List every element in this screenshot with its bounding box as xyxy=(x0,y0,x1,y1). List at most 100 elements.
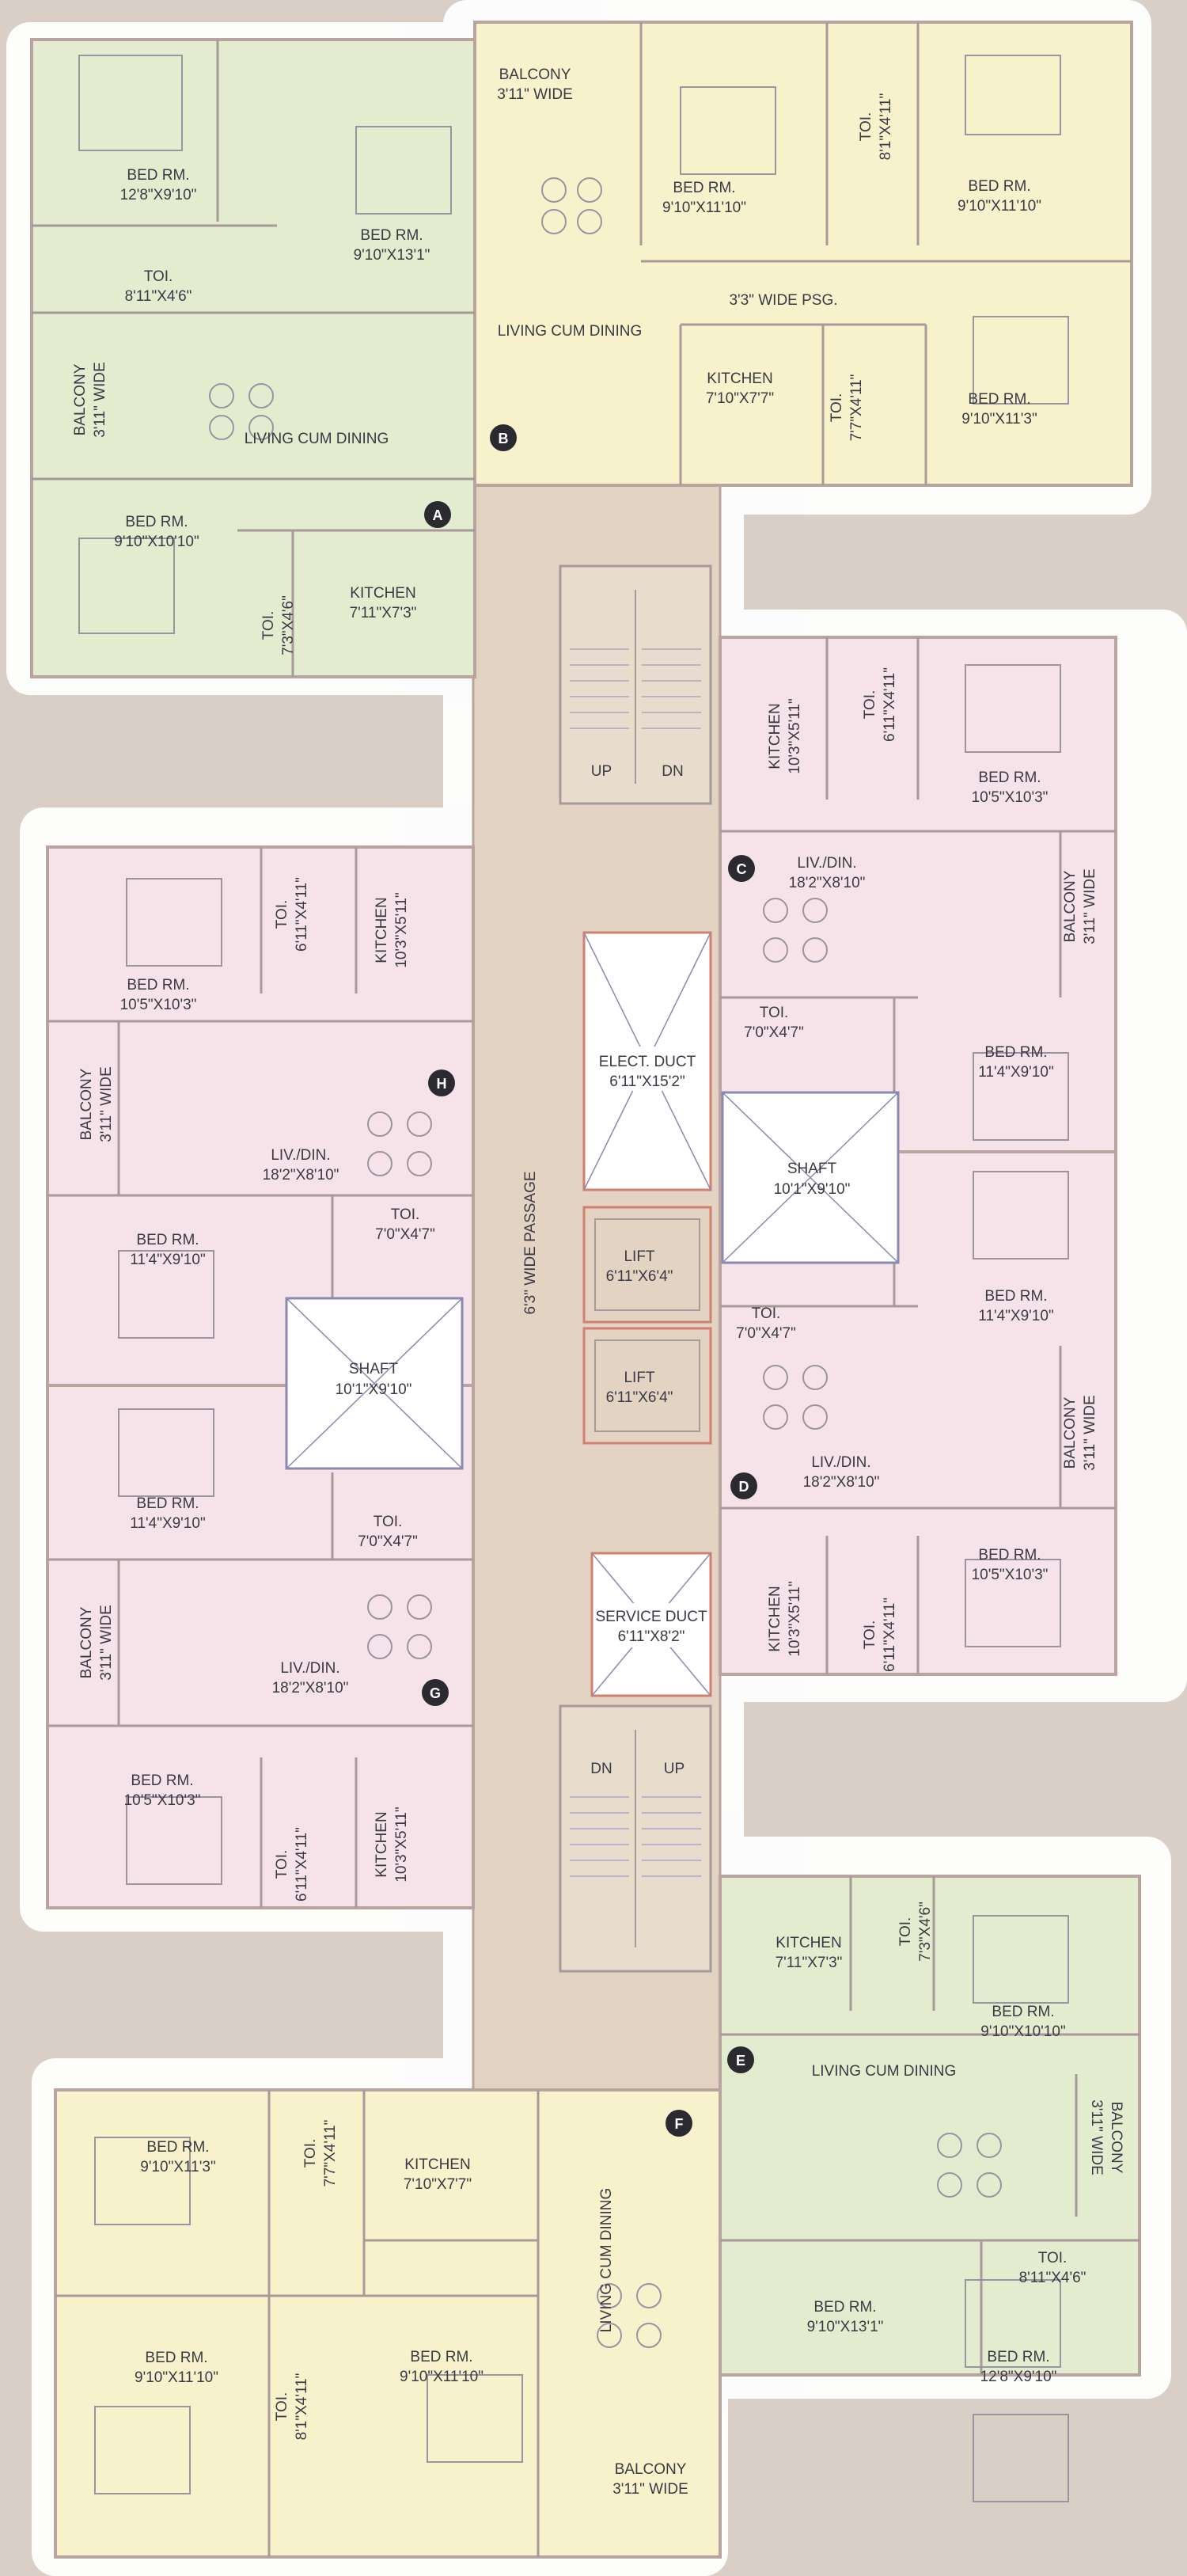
unit-e-toi1-size: 7'3"X4'6" xyxy=(917,1902,934,1962)
unit-b-toi1: TOI. xyxy=(858,112,874,142)
unit-c-toi2: TOI. xyxy=(760,1005,789,1021)
unit-a-bed1-size: 12'8"X9'10" xyxy=(120,187,197,203)
unit-e-bed3: BED RM. xyxy=(987,2349,1049,2365)
unit-a-kitchen-size: 7'11"X7'3" xyxy=(350,605,417,621)
unit-b-bed1: BED RM. xyxy=(673,180,735,196)
unit-d-bed2: BED RM. xyxy=(978,1547,1041,1563)
unit-e-bed1-size: 9'10"X10'10" xyxy=(980,2023,1065,2040)
unit-f-bed3: BED RM. xyxy=(410,2349,472,2365)
svg-text:H: H xyxy=(437,1076,447,1092)
unit-c-bed1: BED RM. xyxy=(978,769,1041,786)
unit-a-toi1: TOI. xyxy=(144,268,173,285)
unit-a-bed3: BED RM. xyxy=(125,514,188,530)
unit-a-kitchen: KITCHEN xyxy=(350,585,415,602)
unit-f-bed2: BED RM. xyxy=(145,2350,207,2366)
unit-e-toi2: TOI. xyxy=(1038,2250,1068,2266)
unit-e-kitchen-size: 7'11"X7'3" xyxy=(776,1955,843,1971)
unit-c-toi1: TOI. xyxy=(862,690,878,720)
unit-d-balcony-size: 3'11" WIDE xyxy=(1082,1395,1098,1471)
shaft-right-label: SHAFT xyxy=(787,1161,837,1177)
unit-c-balcony-size: 3'11" WIDE xyxy=(1082,868,1098,944)
unit-e-toi2-size: 8'11"X4'6" xyxy=(1019,2270,1087,2286)
svg-text:D: D xyxy=(739,1479,749,1495)
unit-f-living: LIVING CUM DINING xyxy=(598,2188,615,2333)
elect-duct: ELECT. DUCT 6'11"X15'2" xyxy=(582,931,712,1191)
unit-h-liv-size: 18'2"X8'10" xyxy=(263,1167,339,1184)
unit-e-bed2-size: 9'10"X13'1" xyxy=(807,2319,884,2335)
shaft-left-size: 10'1"X9'10" xyxy=(336,1381,412,1398)
unit-h-toi2-size: 7'0"X4'7" xyxy=(375,1226,435,1243)
unit-d-toi1: TOI. xyxy=(752,1305,781,1322)
svg-text:E: E xyxy=(736,2053,745,2069)
unit-tag-h: H xyxy=(428,1070,455,1096)
unit-g-kitchen-size: 10'3"X5'11" xyxy=(393,1807,410,1882)
unit-h-kitchen: KITCHEN xyxy=(374,897,390,963)
unit-d-bed1-size: 11'4"X9'10" xyxy=(978,1308,1053,1324)
unit-tag-e: E xyxy=(727,2046,754,2073)
unit-a-bed3-size: 9'10"X10'10" xyxy=(114,534,199,550)
unit-f-balcony-size: 3'11" WIDE xyxy=(612,2481,688,2498)
lift-2-size: 6'11"X6'4" xyxy=(606,1389,673,1406)
lift-2-label: LIFT xyxy=(624,1370,654,1386)
unit-a-bed2-size: 9'10"X13'1" xyxy=(354,247,430,264)
unit-d-liv-size: 18'2"X8'10" xyxy=(803,1474,880,1491)
unit-g-bed2-size: 10'5"X10'3" xyxy=(124,1792,201,1809)
unit-b-bed2: BED RM. xyxy=(968,178,1030,195)
unit-a-living: LIVING CUM DINING xyxy=(245,431,389,447)
unit-d-liv: LIV./DIN. xyxy=(811,1454,870,1471)
stair-bottom-dn: DN xyxy=(590,1761,612,1777)
unit-c-toi2-size: 7'0"X4'7" xyxy=(744,1024,804,1041)
unit-g-bed1: BED RM. xyxy=(136,1495,199,1512)
unit-g-liv: LIV./DIN. xyxy=(280,1660,339,1677)
unit-c-bed2: BED RM. xyxy=(984,1044,1047,1061)
unit-c-bed1-size: 10'5"X10'3" xyxy=(972,789,1049,806)
stair-bottom-up: UP xyxy=(664,1761,685,1777)
unit-c-bed2-size: 11'4"X9'10" xyxy=(978,1064,1053,1081)
unit-b-labels: BALCONY 3'11" WIDE BED RM. 9'10"X11'10" … xyxy=(497,66,1041,441)
unit-d-bed1: BED RM. xyxy=(984,1288,1047,1305)
unit-a xyxy=(30,38,476,678)
unit-tag-c: C xyxy=(728,855,755,882)
lift-1-label: LIFT xyxy=(624,1248,654,1265)
unit-b-bed3: BED RM. xyxy=(968,391,1030,408)
unit-d-labels: BED RM. 11'4"X9'10" TOI. 7'0"X4'7" LIV./… xyxy=(736,1288,1098,1672)
unit-tag-d: D xyxy=(730,1472,757,1499)
unit-c-kitchen: KITCHEN xyxy=(767,703,783,769)
svg-text:F: F xyxy=(675,2116,684,2132)
stair-top-up: UP xyxy=(591,763,612,780)
unit-b xyxy=(473,21,1133,487)
unit-tag-f: F xyxy=(666,2110,692,2137)
unit-h-balcony-size: 3'11" WIDE xyxy=(98,1066,115,1142)
unit-e-kitchen: KITCHEN xyxy=(776,1935,841,1951)
unit-h-toi2: TOI. xyxy=(391,1206,420,1223)
unit-h-bed1-size: 10'5"X10'3" xyxy=(120,997,197,1013)
unit-e-bed1: BED RM. xyxy=(992,2004,1054,2020)
unit-g-labels: BED RM. 11'4"X9'10" TOI. 7'0"X4'7" BALCO… xyxy=(78,1495,418,1902)
unit-g-balcony: BALCONY xyxy=(78,1606,95,1678)
unit-e xyxy=(719,1875,1141,2377)
unit-b-balcony-size: 3'11" WIDE xyxy=(497,86,573,103)
unit-b-bed1-size: 9'10"X11'10" xyxy=(662,199,746,216)
unit-f-bed1: BED RM. xyxy=(146,2139,209,2156)
unit-f-kitchen-size: 7'10"X7'7" xyxy=(404,2176,472,2193)
unit-c-liv: LIV./DIN. xyxy=(797,855,856,872)
staircase-top: UP DN xyxy=(559,564,712,805)
unit-f-toi2-size: 8'1"X4'11" xyxy=(294,2373,310,2441)
unit-f-balcony: BALCONY xyxy=(615,2461,687,2478)
unit-h-bed1: BED RM. xyxy=(127,977,189,994)
unit-c-liv-size: 18'2"X8'10" xyxy=(789,875,866,891)
unit-g-toi1-size: 7'0"X4'7" xyxy=(358,1533,418,1550)
unit-b-living: LIVING CUM DINING xyxy=(498,323,643,340)
unit-b-bed2-size: 9'10"X11'10" xyxy=(958,198,1041,215)
unit-h-bed2-size: 11'4"X9'10" xyxy=(130,1252,205,1268)
unit-g-toi2-size: 6'11"X4'11" xyxy=(294,1827,310,1902)
unit-b-toi1-size: 8'1"X4'11" xyxy=(878,93,894,161)
unit-tags: A B C D E F G H xyxy=(422,424,757,2137)
elect-duct-size: 6'11"X15'2" xyxy=(609,1073,685,1090)
unit-a-toi2-size: 7'3"X4'6" xyxy=(280,595,297,655)
shaft-left-label: SHAFT xyxy=(349,1361,399,1377)
shaft-right-size: 10'1"X9'10" xyxy=(774,1181,851,1198)
unit-h-labels: BED RM. 10'5"X10'3" TOI. 6'11"X4'11" KIT… xyxy=(78,877,435,1268)
unit-a-labels: BED RM. 12'8"X9'10" BED RM. 9'10"X13'1" … xyxy=(72,167,430,655)
unit-a-toi2: TOI. xyxy=(260,611,277,640)
